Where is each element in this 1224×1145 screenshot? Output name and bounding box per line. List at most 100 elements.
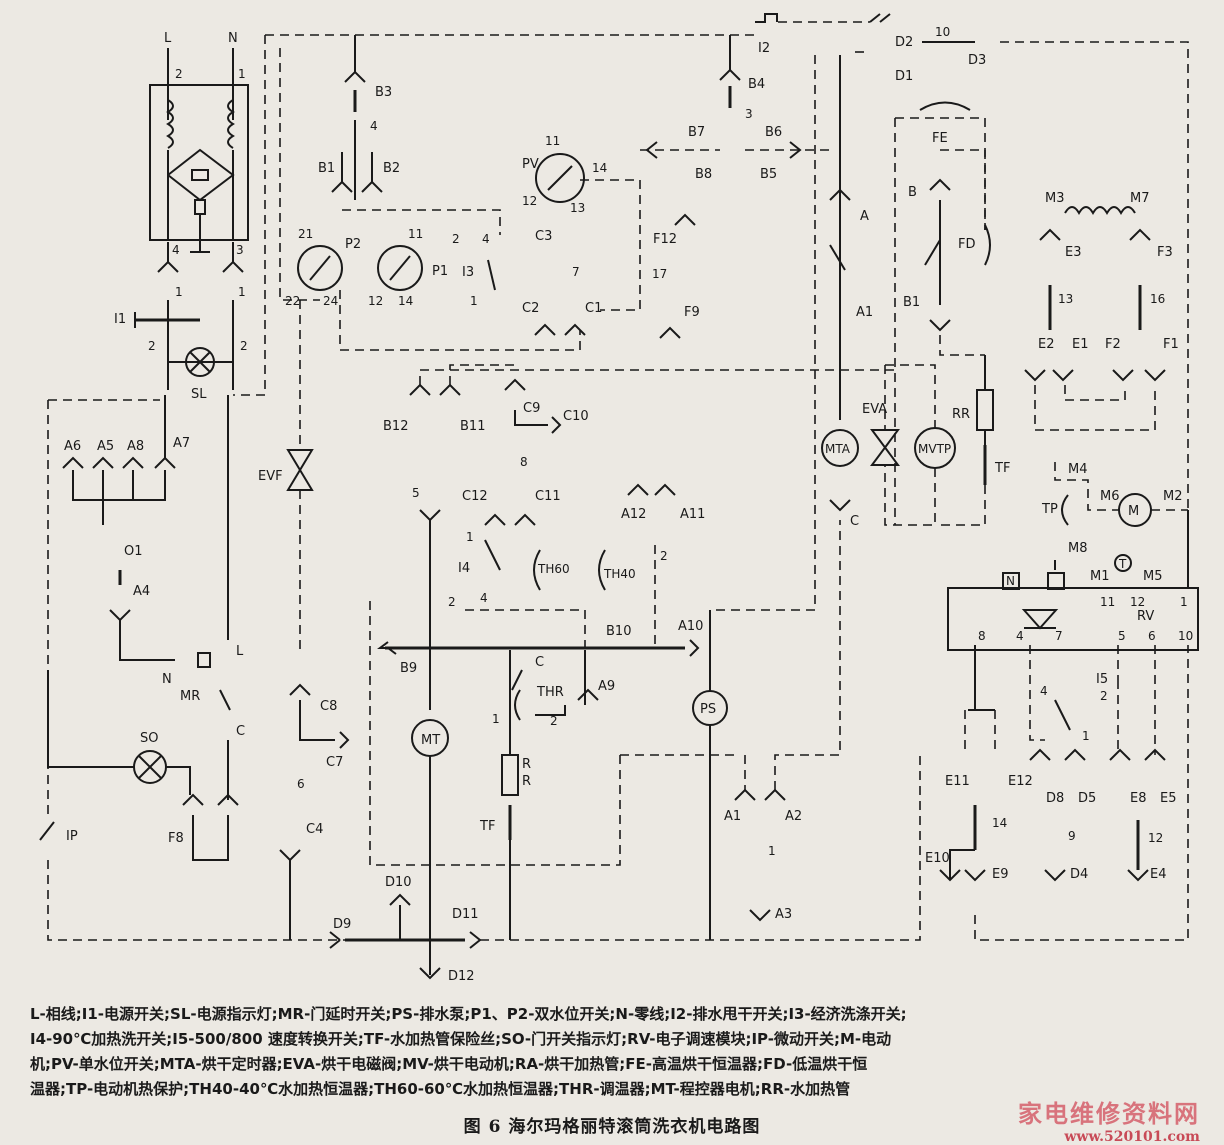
label-B4: B4: [748, 77, 765, 92]
label-I1: I1: [114, 312, 126, 327]
pin-4d: 4: [1040, 684, 1048, 698]
label-C10: C10: [563, 409, 589, 424]
label-D3: D3: [968, 53, 986, 68]
pin-7: 7: [572, 265, 580, 279]
label-D2: D2: [895, 35, 913, 50]
label-A12: A12: [621, 507, 646, 522]
label-D10: D10: [385, 875, 412, 890]
pin-1d: 1: [470, 294, 478, 308]
label-E5: E5: [1160, 791, 1177, 806]
label-B3: B3: [375, 85, 392, 100]
label-A6: A6: [64, 439, 81, 454]
pin-4c: 4: [482, 232, 490, 246]
pin-2: 2: [175, 67, 183, 81]
label-B1b: B1: [903, 295, 920, 310]
label-M6: M6: [1100, 489, 1120, 504]
pin-13: 13: [570, 201, 585, 215]
label-MT: MT: [421, 733, 440, 748]
label-I4: I4: [458, 561, 470, 576]
label-B11: B11: [460, 419, 485, 434]
label-B2: B2: [383, 161, 400, 176]
label-SL: SL: [191, 387, 207, 402]
label-F1: F1: [1163, 337, 1179, 352]
rv-pin-5: 5: [1118, 629, 1126, 643]
pin-11: 11: [408, 227, 423, 241]
circuit-schematic: L N 2 1 4 3 1 1 I1 2 2 SL I2 D2 D1 10 D3…: [39, 13, 1199, 984]
pin-22: 22: [285, 294, 300, 308]
label-THR: THR: [536, 685, 564, 700]
pin-11b: 11: [545, 134, 560, 148]
rv-pin-N: N: [1006, 574, 1015, 588]
label-C8: C8: [320, 699, 337, 714]
label-C4: C4: [306, 822, 323, 837]
watermark-name: 家电维修资料网: [1018, 1099, 1200, 1128]
pin-4b: 4: [370, 119, 378, 133]
label-B8: B8: [695, 167, 712, 182]
label-PV: PV: [522, 157, 539, 172]
label-P2: P2: [345, 237, 361, 252]
power-lamp-SL: [168, 347, 233, 377]
label-D12: D12: [448, 969, 475, 984]
label-D1: D1: [895, 69, 913, 84]
speed-module-RV: [947, 572, 1199, 651]
label-M8: M8: [1068, 541, 1088, 556]
label-C12: C12: [462, 489, 488, 504]
pin-2b: 2: [148, 339, 156, 353]
label-I5: I5: [1096, 672, 1108, 687]
pin-12b: 12: [522, 194, 537, 208]
label-I2: I2: [758, 41, 770, 56]
label-F8: F8: [168, 831, 184, 846]
rv-pin-8: 8: [978, 629, 986, 643]
label-EVA: EVA: [862, 402, 887, 417]
level-switch-P2: [297, 245, 343, 291]
label-B6: B6: [765, 125, 782, 140]
pin-24: 24: [323, 294, 338, 308]
rv-pin-10: 10: [1178, 629, 1193, 643]
rv-pin-7: 7: [1055, 629, 1063, 643]
dryer-timer-MTA: [821, 429, 859, 467]
pin-12c: 12: [1148, 831, 1163, 845]
pin-14b: 14: [592, 161, 607, 175]
label-C11: C11: [535, 489, 561, 504]
label-RR: RR: [952, 407, 970, 422]
pin-16: 16: [1150, 292, 1165, 306]
label-TH40: TH40: [603, 567, 636, 581]
label-I3: I3: [462, 265, 474, 280]
pin-14: 14: [398, 294, 413, 308]
label-A8: A8: [127, 439, 144, 454]
label-R2: R: [522, 774, 531, 789]
label-FD: FD: [958, 237, 976, 252]
label-M3: M3: [1045, 191, 1065, 206]
label-B1: B1: [318, 161, 335, 176]
label-E1: E1: [1072, 337, 1089, 352]
label-E4: E4: [1150, 867, 1167, 882]
label-TP: TP: [1041, 502, 1058, 517]
label-C: C: [850, 514, 859, 529]
label-D11: D11: [452, 907, 479, 922]
label-A11: A11: [680, 507, 705, 522]
rv-pin-4: 4: [1016, 629, 1024, 643]
label-B: B: [908, 185, 917, 200]
label-E2: E2: [1038, 337, 1055, 352]
label-C-thr: C: [535, 655, 544, 670]
pin-17: 17: [652, 267, 667, 281]
label-M4: M4: [1068, 462, 1088, 477]
label-M1: M1: [1090, 569, 1110, 584]
pin-3b: 3: [745, 107, 753, 121]
pin-1h: 1: [768, 844, 776, 858]
label-B7: B7: [688, 125, 705, 140]
label-EVF: EVF: [258, 469, 283, 484]
label-L-mr: L: [236, 644, 244, 659]
label-C3: C3: [535, 229, 552, 244]
pin-4: 4: [172, 243, 180, 257]
label-M: M: [1128, 504, 1139, 519]
label-A5: A5: [97, 439, 114, 454]
label-D9: D9: [333, 917, 351, 932]
label-F12: F12: [653, 232, 677, 247]
pin-14c: 14: [992, 816, 1007, 830]
door-lamp-SO: [133, 750, 167, 784]
label-T: T: [1118, 557, 1127, 571]
label-D8: D8: [1046, 791, 1064, 806]
label-B5: B5: [760, 167, 777, 182]
label-B12: B12: [383, 419, 408, 434]
